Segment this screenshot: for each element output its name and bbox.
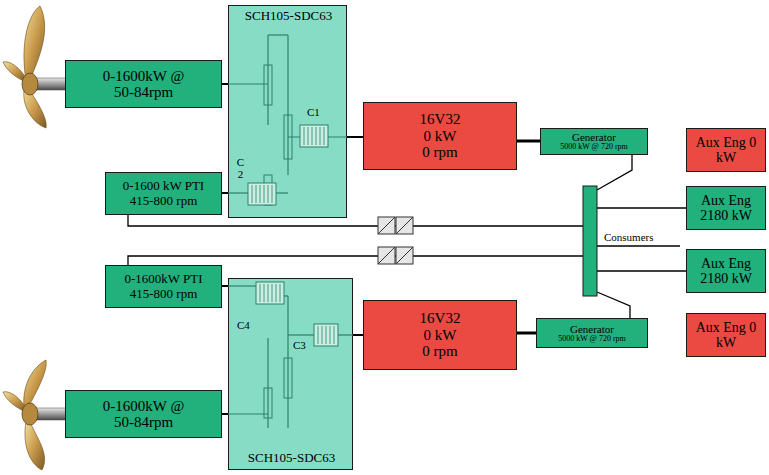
gear-train [228, 5, 347, 218]
pti-box: 0-1600kW PTI 415-800 rpm [105, 265, 222, 308]
consumer-line [597, 245, 680, 246]
clutch [300, 125, 328, 147]
electric-line [597, 207, 686, 208]
box-text: 0-1600kW @ 50-84rpm [94, 398, 194, 431]
box-text: 16V32 [420, 111, 461, 128]
gearbox: SCH105-SDC63C1 C 2 [228, 5, 347, 218]
propeller [3, 360, 66, 470]
box-text: 0 rpm [422, 144, 457, 161]
shaft-connector [517, 332, 536, 335]
frequency-converter [378, 217, 413, 264]
gear-train [228, 278, 353, 470]
electric-line [128, 256, 583, 265]
clutch [256, 282, 284, 304]
power-box: 0-1600kW @ 50-84rpm [65, 60, 222, 108]
annotation-label: Consumers [604, 231, 654, 243]
engine-box: 16V320 kW0 rpm [363, 102, 517, 170]
generator-box: Generator5000 kW @ 720 rpm [536, 318, 648, 348]
propeller [3, 6, 66, 128]
pti-box: 0-1600 kW PTI 415-800 rpm [105, 172, 222, 215]
clutch [314, 324, 338, 346]
shaft-connector [517, 140, 540, 143]
box-text: 5000 kW @ 720 rpm [558, 335, 626, 344]
part-label: SCH105-SDC63 [233, 451, 350, 465]
aux-engine-box: Aux Eng 2180 kW [686, 186, 766, 230]
aux-engine-box: Aux Eng 0 kW [686, 313, 766, 357]
box-text: 0 kW [424, 128, 457, 145]
part-label: C3 [293, 339, 306, 351]
shaft-connector [353, 334, 363, 336]
aux-engine-box: Aux Eng 0 kW [686, 128, 766, 172]
part-label: C4 [237, 319, 250, 331]
electric-line [128, 215, 583, 226]
part-label: C 2 [235, 156, 246, 180]
part-label: C1 [307, 106, 320, 118]
gearbox: SCH105-SDC63 C4C3 [228, 278, 353, 470]
box-text: 0-1600kW PTI 415-800 rpm [112, 272, 216, 301]
engine-box: 16V320 kW0 rpm [363, 300, 517, 370]
box-text: 0-1600 kW PTI 415-800 rpm [112, 179, 216, 208]
electric-line [597, 292, 630, 318]
generator-box: Generator5000 kW @ 720 rpm [540, 128, 648, 155]
bus-bar [583, 186, 597, 296]
box-text: Generator [570, 323, 614, 335]
box-text: 16V32 [420, 310, 461, 327]
box-text: 0-1600kW @ 50-84rpm [94, 68, 194, 101]
power-box: 0-1600kW @ 50-84rpm [65, 390, 222, 438]
box-text: 5000 kW @ 720 rpm [560, 143, 628, 152]
box-text: Aux Eng 0 kW [695, 135, 757, 166]
box-text: 0 rpm [422, 343, 457, 360]
clutch [248, 183, 276, 205]
box-text: Aux Eng 0 kW [695, 320, 757, 351]
box-text: Aux Eng 2180 kW [695, 256, 757, 287]
box-text: Aux Eng 2180 kW [695, 193, 757, 224]
box-text: Generator [572, 131, 616, 143]
electric-line [597, 270, 686, 271]
shaft-connector [347, 136, 363, 138]
aux-engine-box: Aux Eng 2180 kW [686, 249, 766, 293]
electric-line [597, 155, 632, 190]
part-label: SCH105-SDC63 [233, 9, 344, 23]
box-text: 0 kW [424, 327, 457, 344]
